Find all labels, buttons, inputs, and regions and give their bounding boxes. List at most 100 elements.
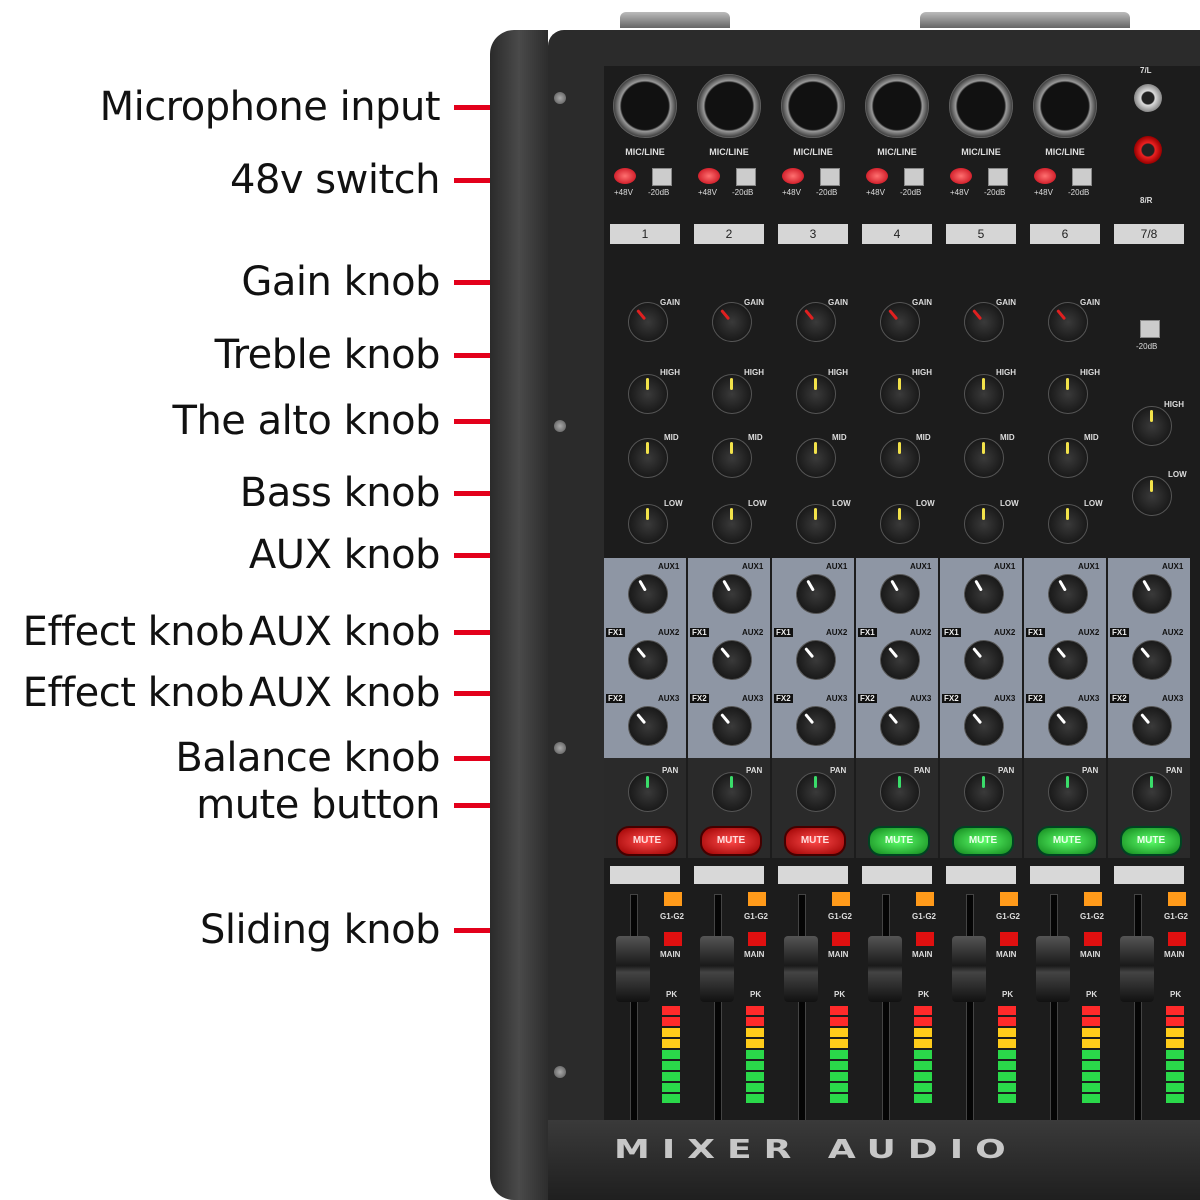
mute-button[interactable]: MUTE	[784, 826, 846, 856]
fader-track	[1050, 894, 1058, 1126]
fader-track	[1134, 894, 1142, 1126]
balance-knob[interactable]	[964, 772, 1004, 812]
mid-knob[interactable]	[880, 438, 920, 478]
phantom-48v-switch[interactable]	[782, 168, 804, 184]
mid-knob[interactable]	[712, 438, 752, 478]
group-assign-button[interactable]	[748, 892, 766, 906]
treble-knob[interactable]	[1132, 406, 1172, 446]
sliding-fader-knob[interactable]	[700, 936, 734, 1002]
treble-knob[interactable]	[712, 374, 752, 414]
main-assign-button[interactable]	[748, 932, 766, 946]
group-assign-button[interactable]	[1168, 892, 1186, 906]
treble-knob[interactable]	[796, 374, 836, 414]
phantom-48v-switch[interactable]	[698, 168, 720, 184]
sliding-fader-knob[interactable]	[1120, 936, 1154, 1002]
main-assign-button[interactable]	[832, 932, 850, 946]
knob-indicator	[972, 713, 983, 725]
callout-label: Sliding knob	[200, 907, 440, 953]
balance-knob[interactable]	[712, 772, 752, 812]
balance-knob[interactable]	[628, 772, 668, 812]
microphone-input-jack[interactable]	[613, 74, 677, 138]
main-label: MAIN	[660, 950, 681, 959]
bass-knob[interactable]	[880, 504, 920, 544]
mid-knob[interactable]	[964, 438, 1004, 478]
sliding-fader-knob[interactable]	[952, 936, 986, 1002]
bass-knob[interactable]	[628, 504, 668, 544]
main-assign-button[interactable]	[1000, 932, 1018, 946]
bass-knob[interactable]	[1048, 504, 1088, 544]
phantom-48v-switch[interactable]	[1034, 168, 1056, 184]
mid-knob[interactable]	[628, 438, 668, 478]
mid-knob[interactable]	[1048, 438, 1088, 478]
group-assign-button[interactable]	[664, 892, 682, 906]
pad-20db-switch[interactable]	[904, 168, 924, 186]
main-assign-button[interactable]	[1084, 932, 1102, 946]
main-assign-button[interactable]	[664, 932, 682, 946]
meter-segment	[998, 1094, 1016, 1103]
phantom-48v-switch[interactable]	[614, 168, 636, 184]
pad-20db-switch[interactable]	[988, 168, 1008, 186]
fx2-label: FX2	[690, 694, 709, 703]
treble-knob[interactable]	[628, 374, 668, 414]
sliding-fader-knob[interactable]	[868, 936, 902, 1002]
mute-button[interactable]: MUTE	[700, 826, 762, 856]
aux2-label: AUX2	[910, 628, 932, 637]
knob-indicator	[1140, 713, 1151, 725]
meter-segment	[662, 1083, 680, 1092]
mute-button[interactable]: MUTE	[616, 826, 678, 856]
balance-knob[interactable]	[796, 772, 836, 812]
gain-label: GAIN	[828, 298, 848, 307]
sliding-fader-knob[interactable]	[1036, 936, 1070, 1002]
balance-knob[interactable]	[1048, 772, 1088, 812]
mute-button[interactable]: MUTE	[868, 826, 930, 856]
meter-segment	[830, 1028, 848, 1037]
treble-knob[interactable]	[964, 374, 1004, 414]
phantom-48v-switch[interactable]	[866, 168, 888, 184]
pad-20db-switch[interactable]	[1072, 168, 1092, 186]
group-assign-button[interactable]	[832, 892, 850, 906]
bass-knob[interactable]	[964, 504, 1004, 544]
group-assign-button[interactable]	[1084, 892, 1102, 906]
microphone-input-jack[interactable]	[949, 74, 1013, 138]
group-assign-button[interactable]	[916, 892, 934, 906]
mute-button[interactable]: MUTE	[1036, 826, 1098, 856]
rca-input-left[interactable]	[1134, 84, 1162, 112]
microphone-input-jack[interactable]	[865, 74, 929, 138]
low-label: LOW	[1168, 470, 1187, 479]
bass-knob[interactable]	[796, 504, 836, 544]
microphone-input-jack[interactable]	[1033, 74, 1097, 138]
brand-bar	[548, 1120, 1200, 1200]
group-assign-button[interactable]	[1000, 892, 1018, 906]
aux3-label: AUX3	[742, 694, 764, 703]
mute-button[interactable]: MUTE	[1120, 826, 1182, 856]
bass-knob[interactable]	[1132, 476, 1172, 516]
knob-indicator	[890, 579, 899, 592]
sliding-fader-knob[interactable]	[616, 936, 650, 1002]
mid-knob[interactable]	[796, 438, 836, 478]
microphone-input-jack[interactable]	[781, 74, 845, 138]
knob-indicator	[720, 713, 731, 725]
bass-knob[interactable]	[712, 504, 752, 544]
pad-20db-switch[interactable]	[652, 168, 672, 186]
sliding-fader-knob[interactable]	[784, 936, 818, 1002]
pad-20db-switch[interactable]	[736, 168, 756, 186]
treble-knob[interactable]	[1048, 374, 1088, 414]
knob-indicator	[982, 776, 985, 788]
level-meter	[1166, 1006, 1184, 1106]
scribble-strip	[862, 866, 932, 884]
pad-20db-switch[interactable]	[820, 168, 840, 186]
balance-knob[interactable]	[1132, 772, 1172, 812]
knob-indicator	[898, 442, 901, 454]
treble-knob[interactable]	[880, 374, 920, 414]
knob-indicator	[974, 579, 983, 592]
main-label: MAIN	[1164, 950, 1185, 959]
balance-knob[interactable]	[880, 772, 920, 812]
main-assign-button[interactable]	[916, 932, 934, 946]
rca-input-right[interactable]	[1134, 136, 1162, 164]
main-assign-button[interactable]	[1168, 932, 1186, 946]
brand-logo: MIXER AUDIO	[614, 1135, 1018, 1165]
phantom-48v-switch[interactable]	[950, 168, 972, 184]
mute-button[interactable]: MUTE	[952, 826, 1014, 856]
stereo-pad-20db-switch[interactable]	[1140, 320, 1160, 338]
microphone-input-jack[interactable]	[697, 74, 761, 138]
